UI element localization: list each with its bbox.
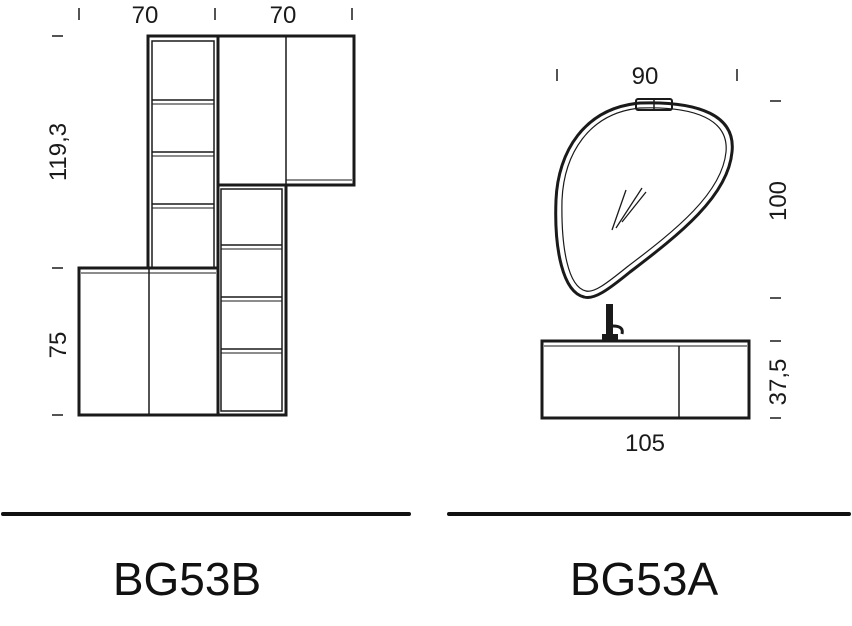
vanity-cabinet	[540, 339, 751, 420]
model-code-left: BG53B	[113, 553, 261, 605]
dim-height-upper: 119,3	[45, 123, 72, 181]
dim-vanity-width: 105	[625, 430, 665, 457]
dim-mirror-height: 100	[765, 181, 792, 221]
left-unit-drawing: 70 70 119,3 75	[45, 2, 356, 417]
dim-mirror-width: 90	[632, 63, 659, 90]
dim-width-right-column: 70	[270, 2, 297, 29]
mid-shelf-column	[216, 183, 288, 417]
mirror-outline	[554, 101, 734, 300]
mirror-inner-outline	[561, 107, 727, 292]
tall-shelf-inner-frame	[151, 40, 215, 269]
faucet-handle	[612, 324, 624, 335]
mirror-glare-line	[621, 191, 647, 223]
dim-width-left-column: 70	[132, 2, 159, 29]
mid-shelf-inner-frame	[220, 188, 283, 412]
faucet-base	[602, 334, 618, 341]
mirror-glare-line	[615, 187, 643, 229]
dim-vanity-height: 37,5	[765, 359, 792, 406]
right-unit-drawing: 90 100 37,5 105	[540, 63, 792, 457]
model-code-right: BG53A	[570, 553, 719, 605]
faucet-icon	[606, 304, 613, 336]
mirror-glare-line	[611, 189, 627, 231]
dim-height-base: 75	[45, 332, 72, 359]
